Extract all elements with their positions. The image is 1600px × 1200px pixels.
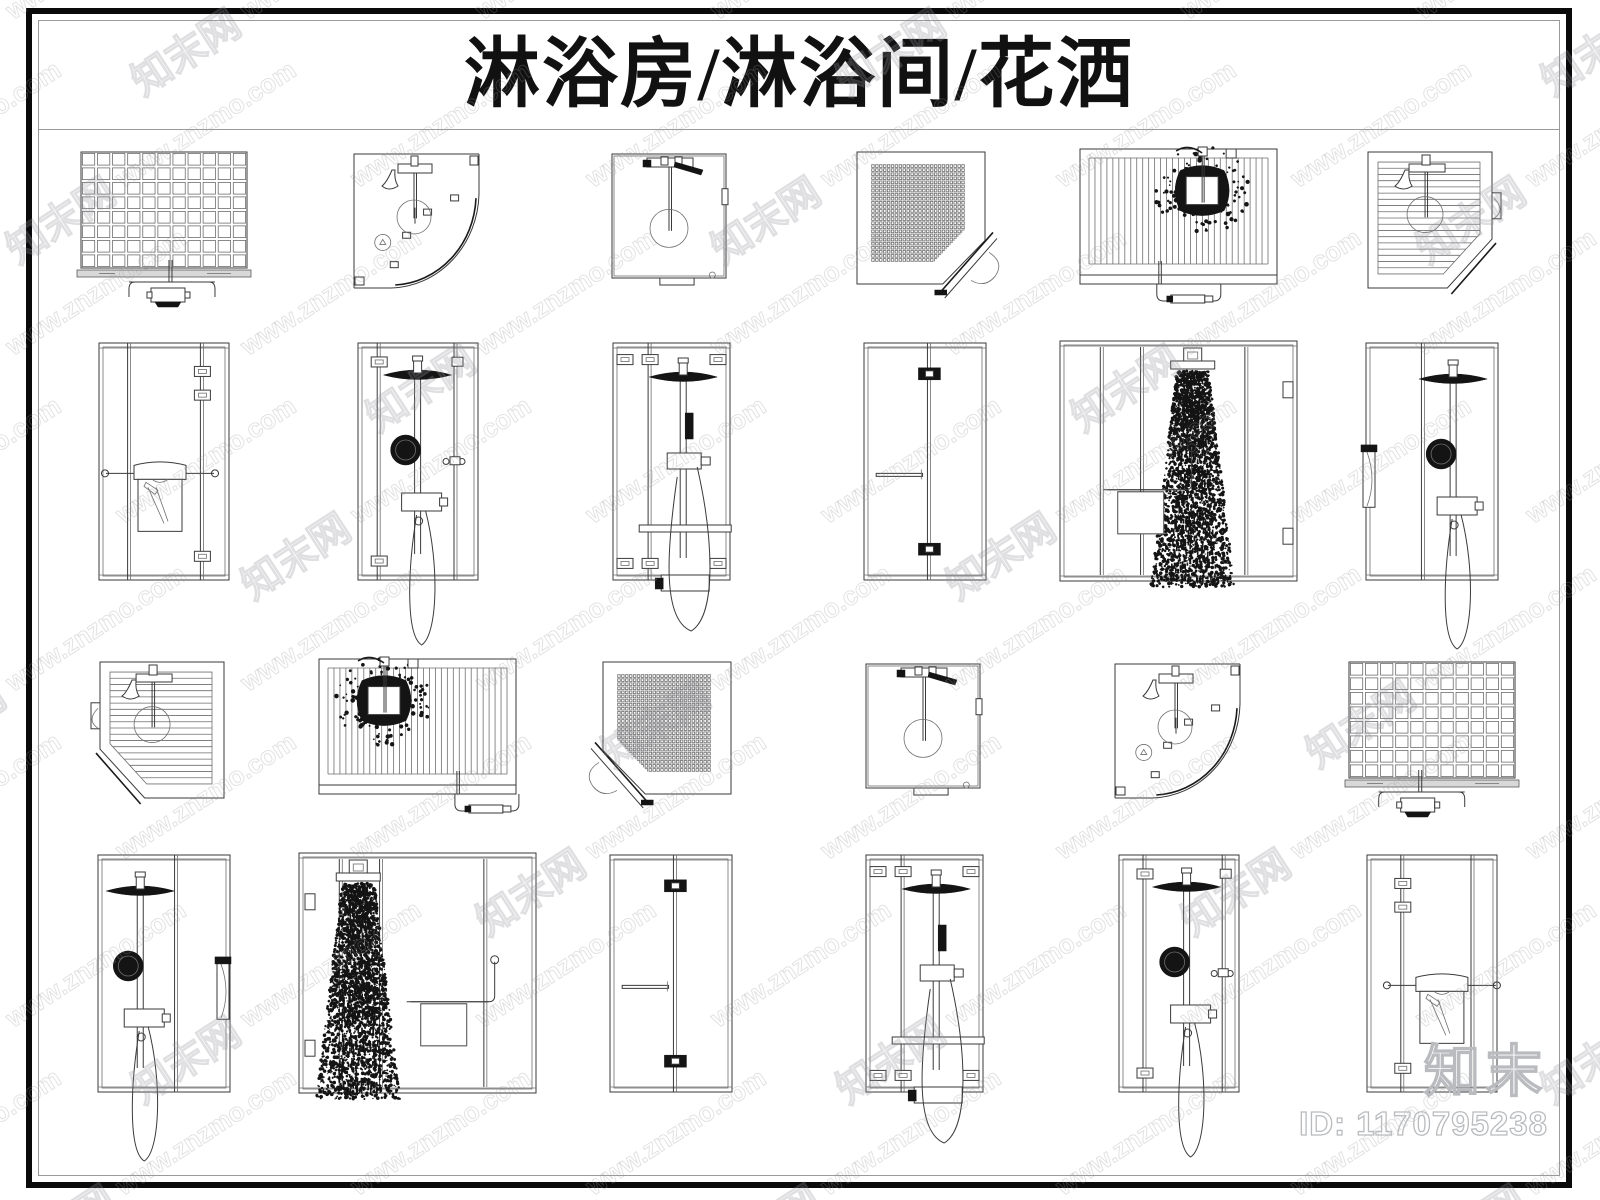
narrow-enclosure-shower-column-elevation-mirrored (90, 847, 240, 1162)
sheet-title-bar: 淋浴房/淋浴间/花洒 (38, 20, 1560, 130)
two-panel-pivot-door-elevation (856, 335, 996, 590)
sheet-outer-border (26, 8, 1572, 1188)
rectangular-slat-tray-spray-plan (1072, 143, 1287, 304)
sliding-enclosure-running-water-elevation (1052, 333, 1307, 591)
drawing-area (38, 130, 1560, 1176)
hinged-glass-enclosure-with-towel-elevation (91, 335, 239, 590)
pentagon-slat-shower-plan (1358, 148, 1508, 298)
asset-id-label: ID: 1170795238 (1298, 1105, 1548, 1142)
brand-block: 知末 ID: 1170795238 (1298, 1042, 1548, 1142)
folding-door-shower-column-elevation (605, 335, 740, 632)
square-tiled-shower-tray-plan (75, 148, 255, 308)
pentagon-mosaic-shower-plan-mirrored (588, 658, 747, 809)
sheet-inner-frame (38, 20, 1560, 1176)
quadrant-curved-shower-plan-mirrored (1107, 658, 1252, 808)
square-tiled-shower-tray-plan-mirrored (1343, 658, 1523, 818)
hinged-glass-enclosure-with-towel-elevation-mirrored (1359, 847, 1507, 1102)
sliding-enclosure-running-water-elevation-mirrored (291, 845, 546, 1103)
folding-door-shower-column-elevation-mirrored (858, 847, 993, 1144)
two-panel-pivot-door-elevation-mirrored (602, 847, 742, 1102)
square-shower-plan-simple-mirrored (856, 658, 996, 808)
square-shower-plan-simple (602, 148, 742, 298)
brand-logo-text: 知末 (1423, 1042, 1548, 1104)
pentagon-slat-shower-plan-mirrored (90, 658, 240, 808)
page-title: 淋浴房/淋浴间/花洒 (463, 32, 1135, 117)
rectangular-slat-tray-spray-plan-mirrored (311, 653, 526, 814)
shower-column-enclosure-elevation (350, 335, 488, 646)
narrow-enclosure-shower-column-elevation (1358, 335, 1508, 650)
quadrant-curved-shower-plan (346, 148, 491, 298)
shower-column-enclosure-elevation-mirrored (1111, 847, 1249, 1158)
pentagon-mosaic-shower-plan (851, 148, 1001, 299)
